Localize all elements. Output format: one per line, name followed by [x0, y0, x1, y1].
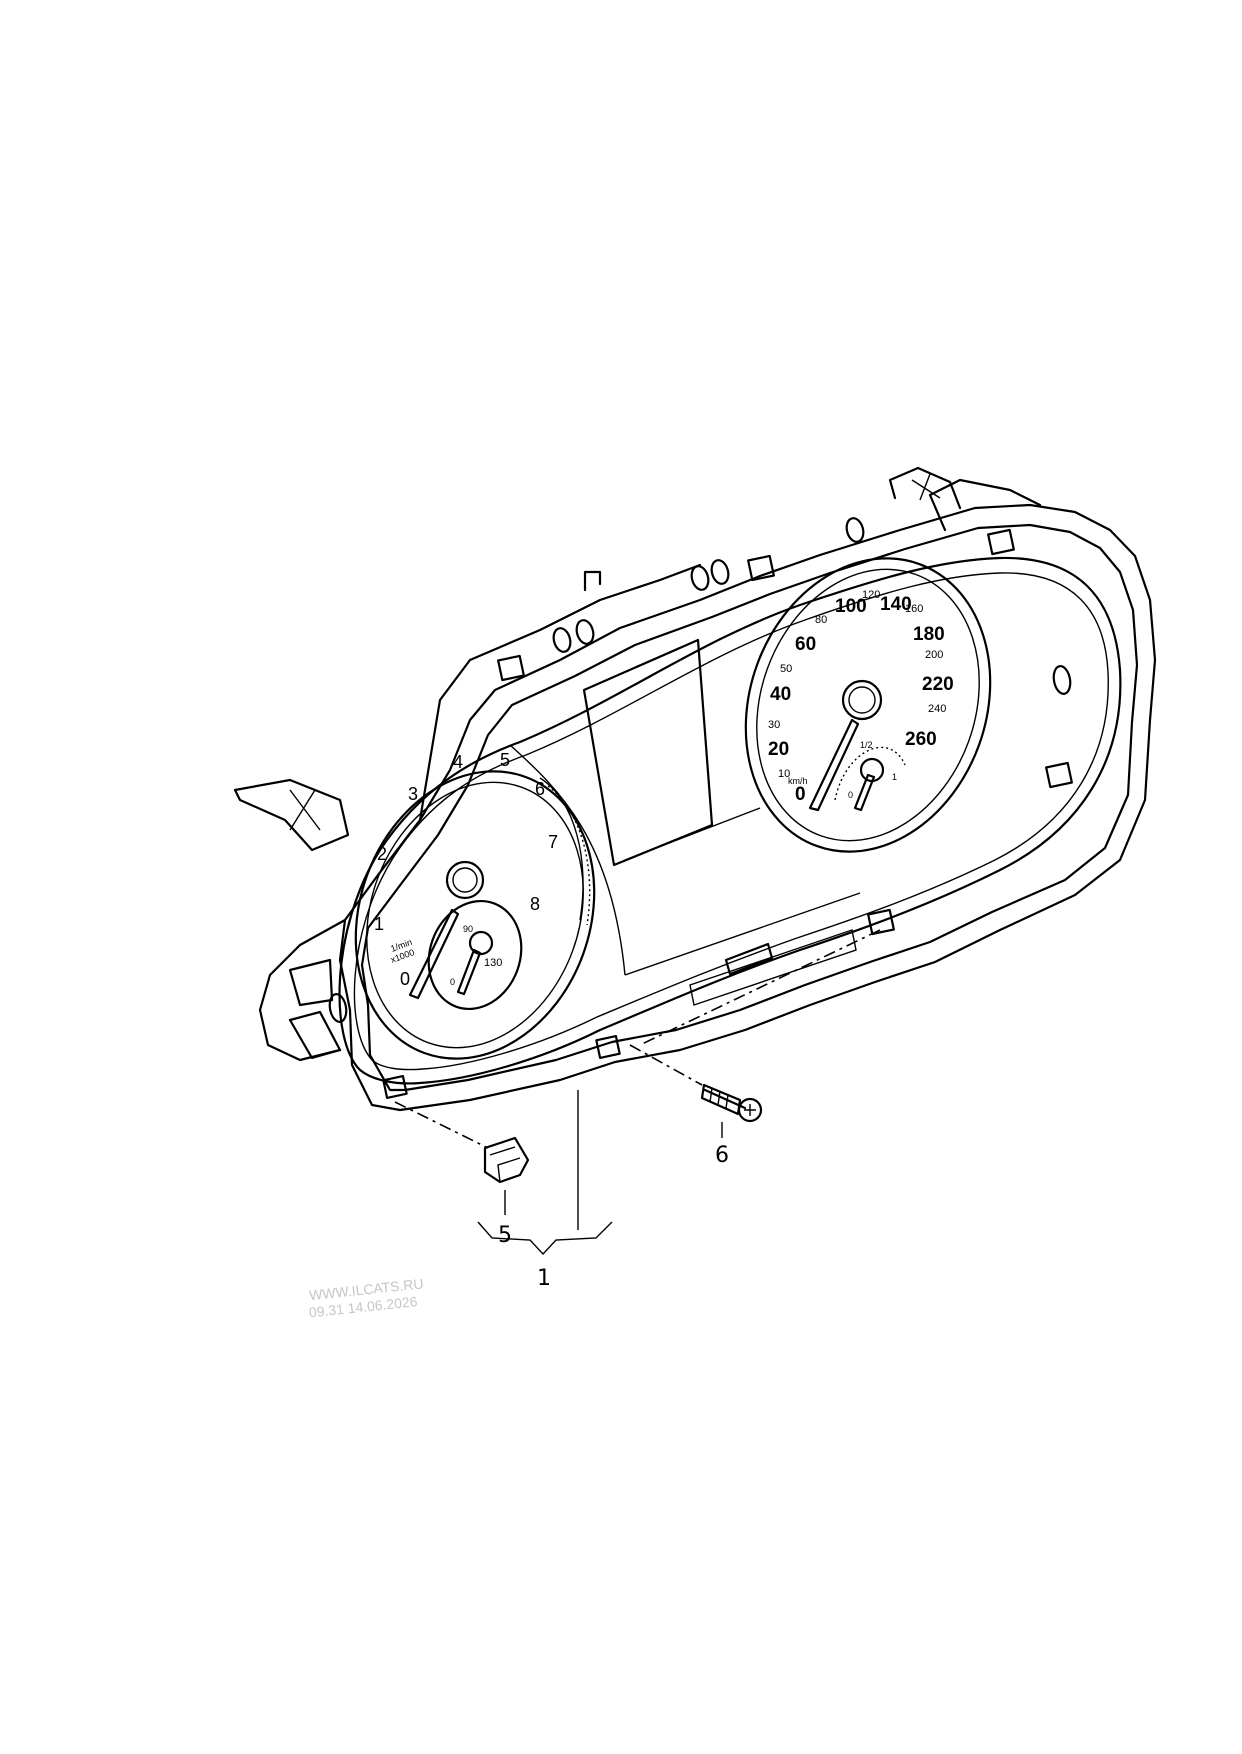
tachometer-dial: 0 1 2 3 4 5 6 7 8 1/min x1000 0 90 130 [354, 750, 596, 1060]
tacho-mark-4: 4 [453, 752, 463, 772]
fuel-mark-half: 1/2 [860, 740, 873, 750]
tacho-mark-5: 5 [500, 750, 510, 770]
callout-5: 5 [498, 1223, 512, 1248]
tacho-mark-2: 2 [377, 844, 387, 864]
tacho-sub-mark-1: 90 [463, 924, 473, 934]
cluster-bezel [338, 556, 1122, 1085]
part-5-clip: 5 [394, 1101, 530, 1248]
speedo-minor-160: 160 [905, 603, 923, 615]
speedo-minor-120: 120 [862, 589, 880, 601]
speedo-minor-10: 10 [778, 768, 790, 780]
tacho-mark-0: 0 [400, 969, 410, 989]
tacho-sub-mark-2: 130 [484, 957, 502, 969]
center-display [509, 638, 861, 1006]
speedo-major-260: 260 [905, 729, 937, 750]
speedo-unit: km/h [788, 776, 808, 786]
speedo-major-20: 20 [768, 739, 789, 760]
speedometer-dial: 0 20 40 60 100 140 180 220 260 10 30 50 … [744, 557, 992, 853]
tacho-mark-7: 7 [548, 832, 558, 852]
tacho-mark-3: 3 [408, 784, 418, 804]
fuel-mark-1: 1 [892, 772, 897, 782]
speedo-major-220: 220 [922, 674, 954, 695]
speedo-major-0: 0 [795, 784, 806, 805]
part-6-screw: 6 [629, 1044, 763, 1168]
speedo-major-100: 100 [835, 596, 867, 617]
fuel-mark-0: 0 [848, 790, 853, 800]
speedo-minor-240: 240 [928, 703, 946, 715]
tacho-mark-8: 8 [530, 894, 540, 914]
instrument-cluster-housing [233, 466, 1157, 1112]
speedo-major-140: 140 [880, 594, 912, 615]
speedo-major-40: 40 [770, 684, 791, 705]
watermark: WWW.ILCATS.RU 09.31 14.06.2026 [308, 1275, 424, 1320]
speedo-minor-200: 200 [925, 649, 943, 661]
speedo-minor-30: 30 [768, 719, 780, 731]
speedo-major-60: 60 [795, 634, 816, 655]
speedo-minor-80: 80 [815, 614, 827, 626]
speedo-major-180: 180 [913, 624, 945, 645]
tacho-mark-1: 1 [374, 914, 384, 934]
tacho-sub-mark-0: 0 [450, 977, 455, 987]
callout-6: 6 [715, 1143, 729, 1168]
callout-1: 1 [537, 1266, 551, 1291]
part-1-bracket: 1 [477, 1090, 613, 1291]
speedo-minor-50: 50 [780, 663, 792, 675]
tacho-mark-6: 6 [535, 779, 545, 799]
assembly-line-right [639, 929, 881, 1046]
